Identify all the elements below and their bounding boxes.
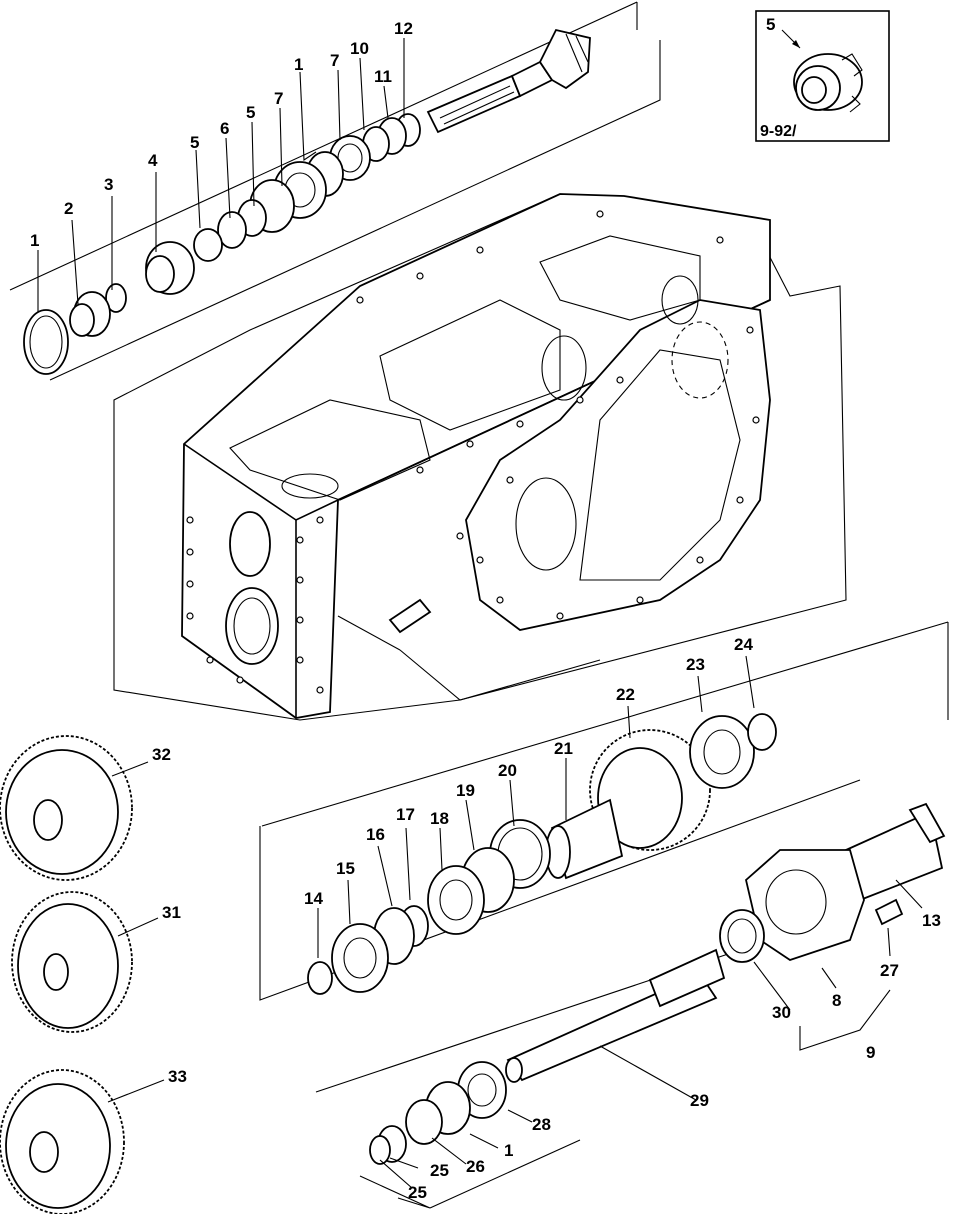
callout-25: 25 <box>408 1183 427 1202</box>
upper-shaft-assembly <box>9 1 661 381</box>
callout-leaders <box>37 38 923 1189</box>
callout-8: 8 <box>832 991 841 1010</box>
inset-ref-label: 9-92/ <box>760 123 797 140</box>
pinion-shaft <box>426 28 591 134</box>
callout-7: 7 <box>274 89 283 108</box>
callout-4: 4 <box>148 151 158 170</box>
callout-23: 23 <box>686 655 705 674</box>
callout-1: 1 <box>294 55 303 74</box>
callout-labels: 1 2 3 4 5 6 5 7 1 7 10 11 12 32 31 33 14… <box>30 19 941 1202</box>
callout-11: 11 <box>374 67 392 86</box>
gear-32 <box>0 735 133 881</box>
callout-31: 31 <box>162 903 181 922</box>
callout-2: 2 <box>64 199 73 218</box>
callout-9: 9 <box>866 1043 875 1062</box>
gear-31 <box>11 891 133 1033</box>
callout-7: 7 <box>330 51 339 70</box>
housing-bolt-holes <box>186 210 760 694</box>
callout-15: 15 <box>336 859 355 878</box>
inset-bearing-cage <box>793 53 863 113</box>
seal-30 <box>719 909 765 963</box>
upper-bearings-and-rings <box>23 113 421 375</box>
callout-5: 5 <box>246 103 255 122</box>
callout-21: 21 <box>554 739 573 758</box>
callout-13: 13 <box>922 911 941 930</box>
callout-17: 17 <box>396 805 415 824</box>
callout-24: 24 <box>734 635 753 654</box>
callout-22: 22 <box>616 685 635 704</box>
callout-29: 29 <box>690 1091 709 1110</box>
callout-5: 5 <box>190 133 199 152</box>
transmission-housing <box>113 193 847 721</box>
callout-32: 32 <box>152 745 171 764</box>
callout-18: 18 <box>430 809 449 828</box>
callout-25: 25 <box>430 1161 449 1180</box>
callout-3: 3 <box>104 175 113 194</box>
callout-1: 1 <box>504 1141 513 1160</box>
callout-1: 1 <box>30 231 39 250</box>
callout-19: 19 <box>456 781 475 800</box>
callout-33: 33 <box>168 1067 187 1086</box>
callout-16: 16 <box>366 825 385 844</box>
gear-33 <box>0 1069 125 1214</box>
callout-26: 26 <box>466 1157 485 1176</box>
callout-14: 14 <box>304 889 323 908</box>
inset-detail: 5 9-92/ <box>755 10 890 142</box>
callout-10: 10 <box>350 39 369 58</box>
callout-28: 28 <box>532 1115 551 1134</box>
callout-30: 30 <box>772 1003 791 1022</box>
lower-shaft-assembly <box>259 621 949 1209</box>
callout-20: 20 <box>498 761 517 780</box>
inset-part-label: 5 <box>766 15 775 34</box>
callout-6: 6 <box>220 119 229 138</box>
flange-8 <box>745 849 865 961</box>
callout-12: 12 <box>394 19 413 38</box>
callout-27: 27 <box>880 961 899 980</box>
